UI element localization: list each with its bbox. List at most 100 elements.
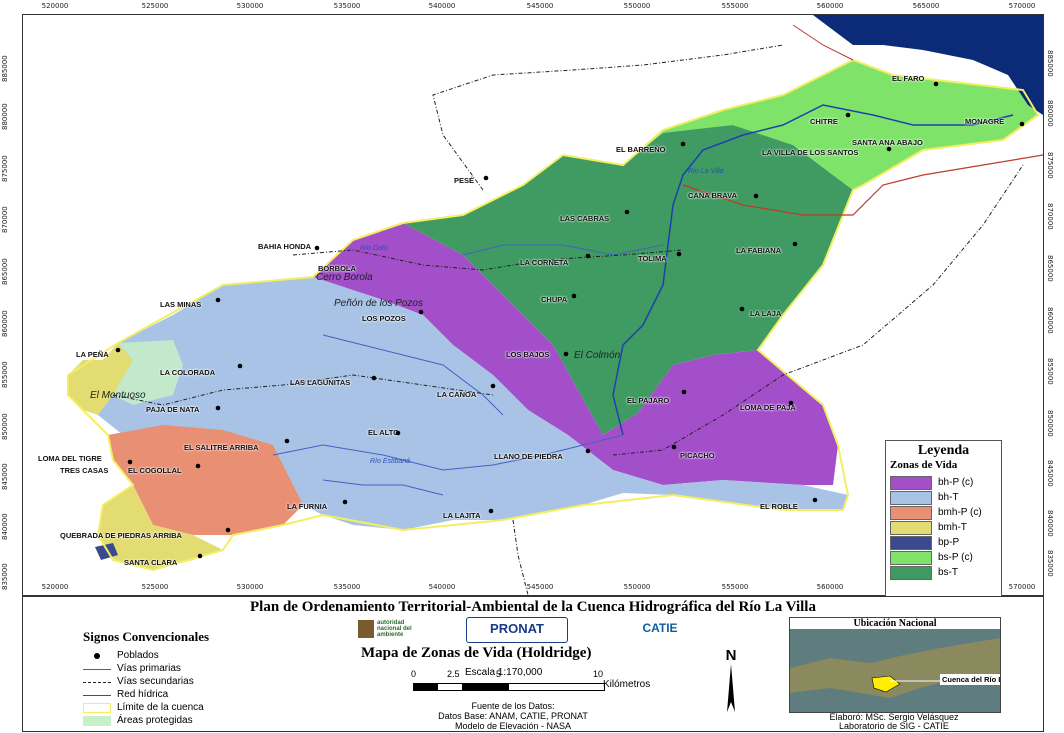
tick-y-right: 880000 <box>1046 100 1054 127</box>
town-label: CAÑA BRAVA <box>688 191 738 200</box>
town-label: EL ALTO <box>368 428 399 437</box>
town-label: TRES CASAS <box>60 466 109 475</box>
river-label: Río La Villa <box>688 168 724 175</box>
legend-swatch <box>890 505 932 520</box>
protected-area-icon <box>83 715 111 726</box>
legend: Leyenda Zonas de Vida bh-P (c) bh-T bmh-… <box>885 440 1002 604</box>
logos: autoridad nacional del ambiente PRONAT C… <box>358 617 708 643</box>
legend-label: bs-P (c) <box>938 552 973 563</box>
basin-limit <box>67 58 1040 572</box>
map-footer: Plan de Ordenamiento Territorial-Ambient… <box>22 596 1044 732</box>
legend-row: bh-T <box>890 490 1001 505</box>
town-label: BORBOLA <box>318 264 356 273</box>
zone-protected <box>113 340 183 405</box>
signo-row: Áreas protegidas <box>83 714 193 727</box>
tick-y-right: 835000 <box>1046 550 1054 577</box>
town-label: SANTA CLARA <box>124 558 178 567</box>
source-line: Fuente de los Datos: <box>471 701 555 711</box>
tick-x-top: 530000 <box>236 2 264 10</box>
legend-row: bmh-T <box>890 520 1001 535</box>
signo-row: Red hídrica <box>83 688 168 701</box>
town-label: MONAGRE <box>965 117 1005 126</box>
inset-label: Cuenca del Río La Villa <box>940 674 1000 685</box>
zone-bs-T <box>403 125 853 435</box>
road-secondary-1 <box>432 44 784 191</box>
tick-y-right: 865000 <box>1046 255 1054 282</box>
road-primary-2 <box>792 24 854 61</box>
town-label: LOS POZOS <box>362 314 406 323</box>
dot-icon <box>83 651 111 661</box>
tick-x-top: 525000 <box>141 2 169 10</box>
feature-label: El Colmón <box>574 350 621 361</box>
source-line: Datos Base: ANAM, CATIE, PRONAT <box>438 711 588 721</box>
sea <box>813 15 1043 115</box>
north-arrow-icon: N <box>721 647 741 717</box>
tick-x-top: 535000 <box>333 2 361 10</box>
tick-x-bottom: 545000 <box>526 583 554 591</box>
river-3 <box>322 479 444 496</box>
town-label: LA LAJITA <box>443 511 481 520</box>
river-4 <box>462 244 664 256</box>
zone-bh-P <box>313 223 838 485</box>
road-secondary-3 <box>112 374 494 406</box>
legend-row: bp-P <box>890 535 1001 550</box>
map-frame <box>22 14 1044 596</box>
pronat-logo: PRONAT <box>466 617 568 643</box>
tick-y-right: 850000 <box>1046 410 1054 437</box>
catie-logo: CATIE <box>642 621 678 635</box>
legend-label: bmh-T <box>938 522 967 533</box>
scale-bar <box>413 683 605 691</box>
tick-x-top: 545000 <box>526 2 554 10</box>
town-label: LAS MINAS <box>160 300 202 309</box>
town-label: LA VILLA DE LOS SANTOS <box>762 148 859 157</box>
tick-x-bottom: 550000 <box>623 583 651 591</box>
river-5 <box>322 334 504 416</box>
tick-x-top: 560000 <box>816 2 844 10</box>
tick-x-bottom: 530000 <box>236 583 264 591</box>
credits: Elaboró: MSc. Sergio Velásquez Laborator… <box>789 713 999 731</box>
tick-x-bottom: 560000 <box>816 583 844 591</box>
tick-y-left: 845000 <box>1 463 9 490</box>
road-secondary-2 <box>292 249 684 271</box>
town-label: CHITRE <box>810 117 838 126</box>
zone-bh-T <box>83 277 848 530</box>
town-label: PAJA DE NATA <box>146 405 200 414</box>
river-icon <box>83 690 111 700</box>
basin-limit-icon <box>83 702 111 713</box>
signo-label: Red hídrica <box>117 689 169 700</box>
road-secondary-5 <box>612 164 1024 456</box>
scale-text: Escala 1:170,000 <box>465 667 543 678</box>
credit-line: Laboratorio de SIG - CATIE <box>839 721 949 731</box>
town-label: SANTA ANA ABAJO <box>852 138 923 147</box>
tick-x-top: 555000 <box>721 2 749 10</box>
town-label: LA CORNETA <box>520 258 569 267</box>
feature-label: El Montuoso <box>90 390 146 401</box>
town-label: LA FURNIA <box>287 502 328 511</box>
legend-swatch <box>890 475 932 490</box>
legend-swatch <box>890 550 932 565</box>
tick-x-bottom: 555000 <box>721 583 749 591</box>
signo-row: Poblados <box>83 649 159 662</box>
town-label: LOMA DE PAJA <box>740 403 796 412</box>
signo-label: Poblados <box>117 650 159 661</box>
signo-row: Límite de la cuenca <box>83 701 204 714</box>
town-label: LA FABIANA <box>736 246 782 255</box>
town-label: LA COLORADA <box>160 368 216 377</box>
legend-swatch <box>890 535 932 550</box>
tick-x-bottom: 535000 <box>333 583 361 591</box>
feature-label: Cerro Borola <box>316 272 373 283</box>
feature-label: Peñón de los Pozos <box>334 298 423 309</box>
town-label: BAHIA HONDA <box>258 242 312 251</box>
scale-label: 10 <box>593 669 604 679</box>
zone-bmh-P <box>108 425 303 535</box>
tick-y-left: 875000 <box>1 155 9 182</box>
town-label: EL ROBLE <box>760 502 798 511</box>
legend-swatch <box>890 565 932 580</box>
location-inset: Ubicación Nacional Cuenca del Río La Vil… <box>789 617 1001 713</box>
legend-swatch <box>890 490 932 505</box>
signos-title: Signos Convencionales <box>83 629 210 644</box>
town-label: EL SALITRE ARRIBA <box>184 443 259 452</box>
legend-row: bh-P (c) <box>890 475 1001 490</box>
road-primary <box>682 154 1043 216</box>
anam-logo: autoridad nacional del ambiente <box>358 617 426 641</box>
